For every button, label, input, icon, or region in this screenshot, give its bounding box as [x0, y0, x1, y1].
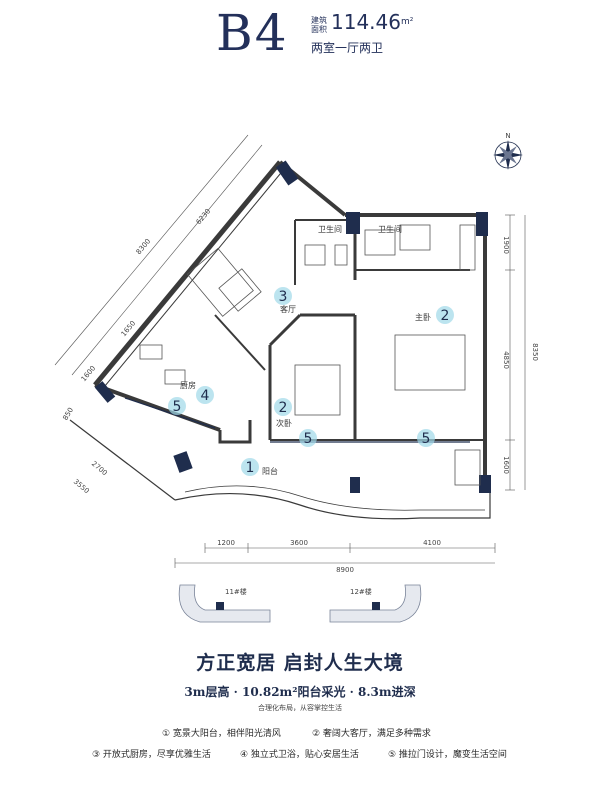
- building-locator-left: 11#楼: [178, 584, 271, 623]
- dim-right-1600: 1600: [502, 456, 510, 474]
- dim-left-8300: 8300: [135, 237, 153, 256]
- dimensions-right: [505, 214, 526, 491]
- dimensions-left: [54, 134, 263, 376]
- floor-plan: N: [54, 132, 539, 574]
- callout-4: 4: [201, 388, 210, 404]
- callout-2-master: 2: [441, 308, 450, 324]
- columns: [94, 160, 491, 493]
- dim-bottomleft-2700: 2700: [90, 460, 109, 478]
- room-master-bedroom: 主卧: [415, 312, 431, 322]
- dim-left-6230: 6230: [195, 207, 213, 226]
- callout-3: 3: [279, 289, 288, 305]
- dimensions-bottom: [174, 543, 496, 568]
- room-kitchen: 厨房: [180, 380, 196, 390]
- compass-icon: N: [493, 132, 523, 170]
- dim-bottom-8900: 8900: [336, 566, 354, 574]
- dim-bottom-4100: 4100: [423, 539, 441, 547]
- floor-label-right: 12#楼: [350, 587, 372, 596]
- dim-bottom-3600: 3600: [290, 539, 308, 547]
- callout-5-master: 5: [422, 431, 431, 447]
- callout-5-bedroom: 5: [304, 431, 313, 447]
- floor-label-left: 11#楼: [225, 587, 247, 596]
- dim-right-4850: 4850: [502, 351, 510, 369]
- dim-left-850: 850: [61, 406, 75, 422]
- feature-2: ② 奢阔大客厅，满足多种需求: [312, 729, 431, 739]
- balcony-outline: [69, 419, 491, 520]
- furniture: [139, 224, 481, 486]
- callout-2-second: 2: [279, 400, 288, 416]
- building-locator-right: 12#楼: [329, 584, 422, 623]
- layout-type: 两室一厅两卫: [311, 41, 384, 55]
- subtitle: 合理化布局，从容掌控生活: [258, 704, 342, 712]
- dim-right-8350: 8350: [531, 343, 539, 361]
- callout-1: 1: [246, 460, 255, 476]
- dim-left-1600: 1600: [80, 364, 98, 383]
- feature-1: ① 宽景大阳台，相伴阳光清风: [162, 729, 281, 739]
- area-unit: m²: [400, 17, 414, 27]
- specs: 3m层高 · 10.82m²阳台采光 · 8.3m进深: [184, 685, 416, 699]
- dim-bottomleft-3550: 3550: [72, 478, 91, 496]
- room-bathroom-right: 卫生间: [378, 224, 402, 234]
- slogan: 方正宽居 启封人生大境: [196, 652, 404, 674]
- header: B4 建筑面积 114.46m² 两室一厅两卫: [0, 0, 600, 80]
- dim-bottom-1200: 1200: [217, 539, 235, 547]
- area-value: 114.46m²: [331, 10, 413, 34]
- room-living: 客厅: [280, 304, 296, 314]
- unit-code: B4: [216, 4, 289, 62]
- feature-5: ⑤ 推拉门设计，魔变生活空间: [388, 750, 507, 760]
- room-second-bedroom: 次卧: [276, 418, 292, 428]
- area-number: 114.46: [331, 10, 401, 34]
- callout-5-kitchen: 5: [173, 399, 182, 415]
- callouts: 1 2 2 3 4 5 5 5: [168, 287, 454, 476]
- compass-north-label: N: [505, 132, 510, 140]
- dim-right-1900: 1900: [502, 236, 510, 254]
- feature-3: ③ 开放式厨房，尽享优雅生活: [92, 750, 211, 760]
- room-bathroom-left: 卫生间: [318, 224, 342, 234]
- room-balcony: 阳台: [262, 466, 278, 476]
- feature-4: ④ 独立式卫浴，贴心安居生活: [240, 750, 359, 760]
- area-label: 建筑面积: [311, 16, 327, 34]
